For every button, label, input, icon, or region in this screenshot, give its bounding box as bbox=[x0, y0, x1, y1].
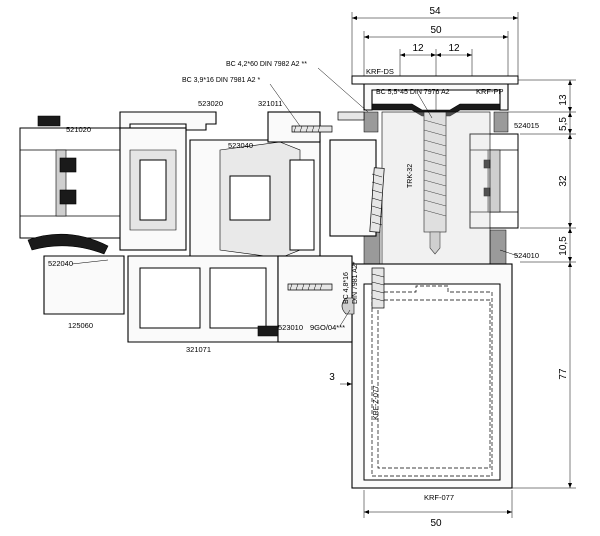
label-bc-48-16-line2: DIN 7981 A2* bbox=[352, 261, 359, 304]
label-321011: 321011 bbox=[258, 99, 282, 108]
label-trk32: TRK-32 bbox=[407, 164, 414, 188]
label-krf-pp: KRF-PP bbox=[476, 87, 504, 96]
label-bc-55-45: BC 5,5*45 DIN 7976 A2 bbox=[376, 89, 450, 96]
dim-right-77: 77 bbox=[558, 368, 569, 380]
label-523020: 523020 bbox=[198, 99, 223, 108]
dim-right-32: 32 bbox=[558, 175, 569, 187]
dim-bottom-width: 50 bbox=[430, 518, 442, 529]
dim-top-half-left: 12 bbox=[412, 43, 424, 54]
right-mullion bbox=[351, 75, 519, 489]
label-125060: 125060 bbox=[68, 321, 93, 330]
label-9go04: 9GO/04*** bbox=[310, 323, 345, 332]
label-krf-z077: KRF-Z-077 bbox=[373, 385, 380, 420]
label-523040: 523040 bbox=[228, 141, 253, 150]
label-524015: 524015 bbox=[514, 121, 539, 130]
dim-right-10-5: 10,5 bbox=[558, 236, 569, 256]
dim-top-half-right: 12 bbox=[448, 43, 460, 54]
label-krf-ds: KRF-DS bbox=[366, 67, 394, 76]
dim-top-inner: 50 bbox=[430, 25, 442, 36]
label-krf-077: KRF-077 bbox=[424, 493, 454, 502]
leader-lines bbox=[71, 67, 519, 327]
label-524010: 524010 bbox=[514, 251, 539, 260]
label-bc-48-16-line1: BC 4,8*16 bbox=[343, 272, 350, 304]
label-bc-39-16: BC 3,9*16 DIN 7981 A2 * bbox=[182, 77, 260, 84]
dim-top-overall: 54 bbox=[429, 6, 441, 17]
label-523010: 523010 bbox=[278, 323, 303, 332]
label-321071: 321071 bbox=[186, 345, 211, 354]
label-521020: 521020 bbox=[66, 125, 91, 134]
label-522040: 522040 bbox=[48, 259, 73, 268]
left-frame-profiles bbox=[19, 111, 385, 343]
dim-left-gap: 3 bbox=[329, 372, 335, 383]
label-bc-42-60: BC 4,2*60 DIN 7982 A2 ** bbox=[226, 61, 307, 68]
dim-right-5-5: 5,5 bbox=[558, 117, 569, 131]
dim-right-13: 13 bbox=[558, 94, 569, 106]
